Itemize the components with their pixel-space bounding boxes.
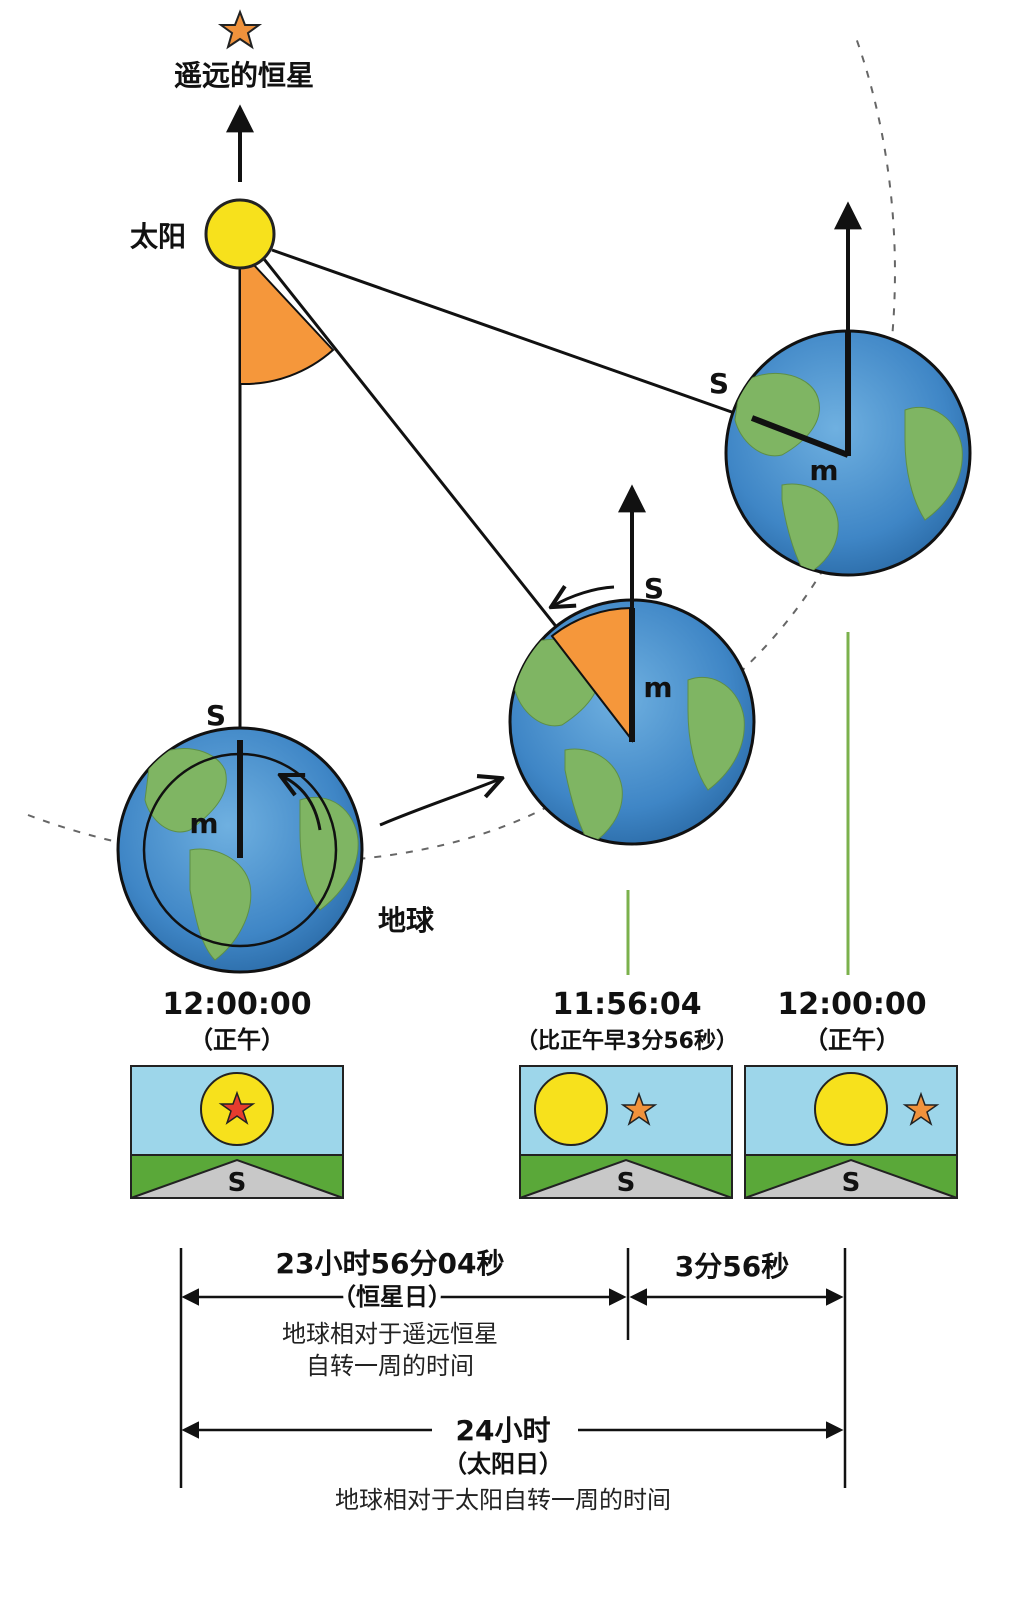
earth3-s-label: S [709, 367, 729, 400]
earth-position-3 [724, 329, 972, 577]
earth-position-1 [116, 726, 364, 974]
scene1-s-label: S [228, 1168, 247, 1198]
time-note-2: （比正午早3分56秒） [516, 1028, 738, 1054]
time-note-3: （正午） [804, 1026, 900, 1054]
sidereal-duration: 23小时56分04秒 [276, 1247, 505, 1280]
scene3-star-icon [902, 1091, 940, 1126]
time-note-1: （正午） [189, 1026, 285, 1054]
sun-label: 太阳 [130, 220, 186, 253]
sky-scene-1 [130, 1065, 344, 1199]
sky-scene-2 [519, 1065, 733, 1199]
earth1-s-label: S [206, 699, 226, 732]
sidereal-desc-2: 自转一周的时间 [306, 1352, 474, 1380]
earth2-s-label: S [644, 572, 664, 605]
scene2-sun-icon [534, 1072, 608, 1146]
difference-duration: 3分56秒 [675, 1250, 789, 1283]
sun-icon [204, 198, 276, 270]
earth-label: 地球 [378, 904, 435, 937]
time-label-3: 12:00:00 [777, 987, 926, 1022]
solar-label-mask [432, 1414, 578, 1444]
scene1-star-icon [218, 1090, 256, 1125]
time-label-1: 12:00:00 [162, 987, 311, 1022]
earth2-m-label: m [643, 671, 672, 704]
scene3-sun-icon [814, 1072, 888, 1146]
distant-star-label: 遥远的恒星 [174, 59, 314, 92]
earth-position-2 [508, 598, 756, 846]
solar-name: （太阳日） [443, 1450, 563, 1478]
scene3-s-label: S [842, 1168, 861, 1198]
distant-star-icon [217, 9, 263, 50]
earth1-m-label: m [189, 807, 218, 840]
time-label-2: 11:56:04 [552, 987, 701, 1022]
sidereal-desc-1: 地球相对于遥远恒星 [282, 1320, 498, 1348]
orbit-motion-arrow [379, 779, 500, 827]
solar-desc: 地球相对于太阳自转一周的时间 [335, 1486, 671, 1514]
sky-scene-3 [744, 1065, 958, 1199]
scene2-star-icon [620, 1091, 658, 1126]
earth1-rotation-arrow [282, 776, 322, 831]
earth2-rotation-arrow [553, 587, 615, 606]
earth3-sun-line-inner [750, 415, 850, 458]
sidereal-name: （恒星日） [332, 1283, 452, 1311]
solar-duration: 24小时 [456, 1414, 551, 1447]
angle-wedge-sun [239, 247, 335, 386]
scene2-s-label: S [617, 1168, 636, 1198]
earth3-m-label: m [809, 454, 838, 487]
